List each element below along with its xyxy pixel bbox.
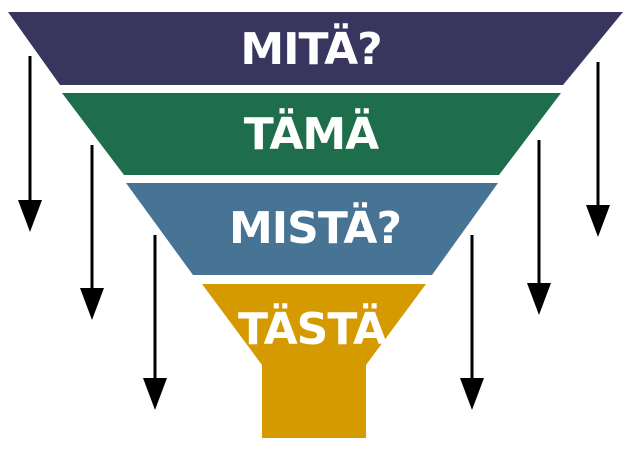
funnel-level-4 (202, 284, 426, 438)
funnel-label-3: MISTÄ? (229, 201, 401, 254)
arrow-head (18, 200, 42, 232)
funnel-level-2 (62, 93, 561, 175)
right-arrow-3 (460, 235, 484, 410)
funnel-level-1 (8, 12, 623, 85)
funnel-label-1: MITÄ? (240, 22, 381, 75)
right-arrow-2 (527, 140, 551, 315)
funnel-label-4: TÄSTÄ (238, 302, 387, 355)
arrow-head (586, 205, 610, 237)
funnel-level-3 (126, 183, 498, 275)
arrow-head (80, 288, 104, 320)
left-arrow-3 (143, 235, 167, 410)
arrow-head (527, 283, 551, 315)
left-arrow-2 (80, 145, 104, 320)
right-arrow-1 (586, 62, 610, 237)
arrow-head (460, 378, 484, 410)
left-arrow-1 (18, 56, 42, 232)
arrow-head (143, 378, 167, 410)
funnel-label-2: TÄMÄ (244, 107, 379, 160)
